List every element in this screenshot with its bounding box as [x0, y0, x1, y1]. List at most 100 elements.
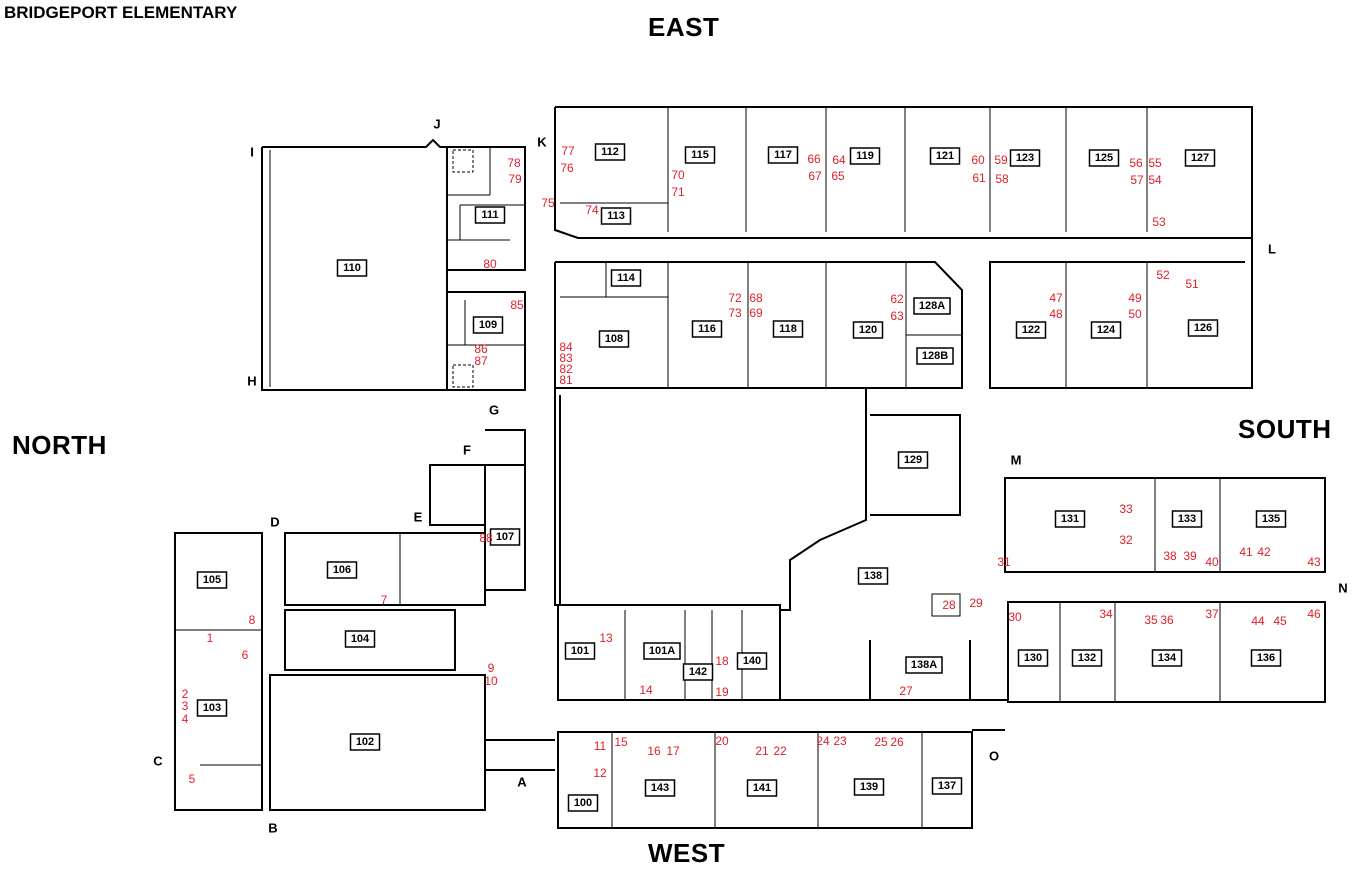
marker-32: 32: [1119, 533, 1133, 547]
marker-41: 41: [1239, 545, 1253, 559]
room-141: 141: [753, 782, 771, 794]
entrance-d: D: [270, 515, 279, 530]
room-box-103: [196, 699, 228, 717]
marker-71: 71: [671, 185, 685, 199]
room-box-135: [1255, 510, 1287, 528]
room-104: 104: [351, 633, 370, 645]
marker-82: 82: [559, 362, 573, 376]
marker-77: 77: [561, 144, 575, 158]
entrance-n: N: [1338, 581, 1347, 596]
marker-86: 86: [474, 342, 488, 356]
marker-8: 8: [249, 613, 256, 627]
room-box-116: [691, 320, 723, 338]
marker-47: 47: [1049, 291, 1063, 305]
marker-51: 51: [1185, 277, 1199, 291]
room-box-127: [1184, 149, 1216, 167]
room-box-131: [1054, 510, 1086, 528]
room-122: 122: [1022, 324, 1040, 336]
room-117: 117: [774, 149, 792, 161]
marker-4: 4: [182, 712, 189, 726]
room-box-125: [1088, 149, 1120, 167]
marker-30: 30: [1008, 610, 1022, 624]
marker-42: 42: [1257, 545, 1271, 559]
marker-1: 1: [207, 631, 214, 645]
room-105: 105: [203, 574, 221, 586]
marker-81: 81: [559, 373, 573, 387]
entrance-l: L: [1268, 242, 1276, 257]
room-box-108: [598, 330, 630, 348]
room-100: 100: [574, 797, 592, 809]
marker-73: 73: [728, 306, 742, 320]
room-126: 126: [1194, 322, 1212, 334]
entrance-k: K: [537, 135, 547, 150]
room-101: 101: [571, 645, 589, 657]
room-139: 139: [860, 781, 878, 793]
marker-13: 13: [599, 631, 613, 645]
room-136: 136: [1257, 652, 1275, 664]
marker-63: 63: [890, 309, 904, 323]
direction-south: SOUTH: [1238, 414, 1332, 444]
room-box-117: [767, 146, 799, 164]
room-box-106: [326, 561, 358, 579]
entrance-b: B: [268, 821, 277, 836]
marker-55: 55: [1148, 156, 1162, 170]
page-title: BRIDGEPORT ELEMENTARY: [4, 3, 238, 22]
marker-19: 19: [715, 685, 729, 699]
entrance-i: I: [250, 145, 254, 160]
room-115: 115: [691, 149, 709, 161]
room-143: 143: [651, 782, 669, 794]
room-box-105: [196, 571, 228, 589]
room-120: 120: [859, 324, 877, 336]
room-110: 110: [343, 262, 361, 274]
marker-88: 88: [479, 531, 493, 545]
marker-50: 50: [1128, 307, 1142, 321]
room-box-129: [897, 451, 929, 469]
marker-17: 17: [666, 744, 680, 758]
marker-10: 10: [484, 674, 498, 688]
room-124: 124: [1097, 324, 1116, 336]
entrance-c: C: [153, 754, 163, 769]
room-103: 103: [203, 702, 221, 714]
marker-46: 46: [1307, 607, 1321, 621]
room-box-140: [736, 652, 768, 670]
marker-57: 57: [1130, 173, 1144, 187]
room-112: 112: [601, 146, 619, 158]
marker-14: 14: [639, 683, 653, 697]
room-118: 118: [779, 323, 797, 335]
room-box-138a: [905, 656, 943, 674]
marker-21: 21: [755, 744, 769, 758]
marker-9: 9: [488, 661, 495, 675]
marker-23: 23: [833, 734, 847, 748]
marker-39: 39: [1183, 549, 1197, 563]
marker-3: 3: [182, 699, 189, 713]
room-107: 107: [496, 531, 514, 543]
room-130: 130: [1024, 652, 1042, 664]
marker-54: 54: [1148, 173, 1162, 187]
marker-2: 2: [182, 687, 189, 701]
building-walls: [174, 106, 1326, 829]
room-132: 132: [1078, 652, 1096, 664]
room-123: 123: [1016, 152, 1034, 164]
marker-35: 35: [1144, 613, 1158, 627]
marker-25: 25: [874, 735, 888, 749]
room-box-142: [682, 663, 714, 681]
marker-45: 45: [1273, 614, 1287, 628]
direction-north: NORTH: [12, 430, 107, 460]
room-119: 119: [856, 150, 874, 162]
room-114: 114: [617, 272, 636, 284]
marker-34: 34: [1099, 607, 1113, 621]
room-box-112: [594, 143, 626, 161]
marker-65: 65: [831, 169, 845, 183]
marker-15: 15: [614, 735, 628, 749]
room-102: 102: [356, 736, 374, 748]
marker-69: 69: [749, 306, 763, 320]
room-137: 137: [938, 780, 956, 792]
room-116: 116: [698, 323, 716, 335]
marker-74: 74: [585, 203, 599, 217]
marker-18: 18: [715, 654, 729, 668]
marker-26: 26: [890, 735, 904, 749]
room-box-128b: [916, 347, 954, 365]
room-box-119: [849, 147, 881, 165]
marker-79: 79: [508, 172, 522, 186]
